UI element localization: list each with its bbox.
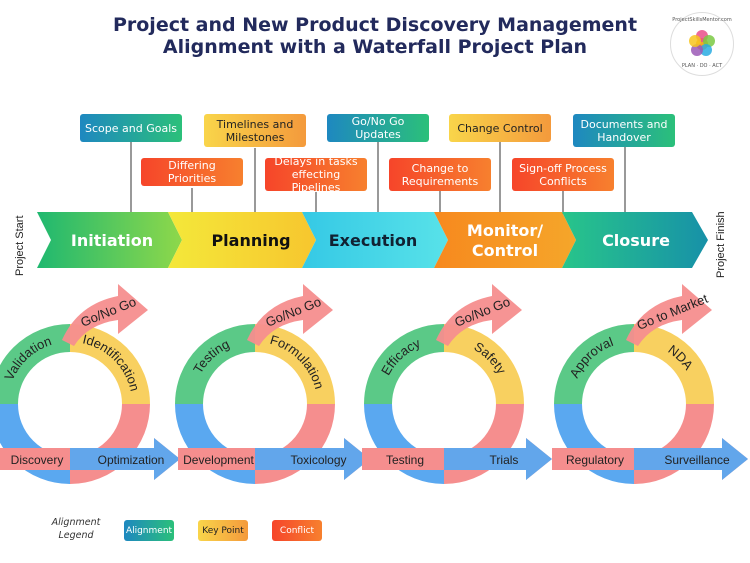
- go-arrow: [247, 284, 333, 346]
- bottom-right-label: Surveillance: [664, 453, 730, 467]
- legend-alignment: Alignment: [124, 520, 174, 541]
- logo-bottom-text: PLAN · DO · ACT: [681, 63, 723, 69]
- legend-key-point: Key Point: [198, 520, 248, 541]
- project-start-label: Project Start: [14, 215, 26, 276]
- logo-top-text: ProjectSkillsMentor.com: [672, 17, 732, 23]
- legend-conflict: Conflict: [272, 520, 322, 541]
- connector-lines: [130, 142, 626, 214]
- ring-segment-green: [0, 324, 71, 405]
- bottom-arrow-head: [444, 438, 552, 480]
- callout-change-control: Change Control: [449, 114, 551, 142]
- phase-label-planning: Planning: [211, 231, 290, 250]
- phase-closure-shape: [562, 212, 708, 268]
- ring-segment-green: [175, 324, 256, 405]
- callout-go-no-go-updates: Go/No Go Updates: [327, 114, 429, 142]
- bottom-arrow-head: [634, 438, 748, 480]
- pinwheel-icon: [689, 30, 715, 56]
- title-line-1: Project and New Product Discovery Manage…: [112, 14, 638, 36]
- callout-timelines-and-milestones: Timelines and Milestones: [204, 114, 306, 147]
- phase-labels: Initiation Planning Execution Monitor/Co…: [71, 221, 670, 260]
- title-line-2: Alignment with a Waterfall Project Plan: [162, 36, 588, 58]
- callout-sign-off-process-conflicts: Sign-off Process Conflicts: [512, 158, 614, 191]
- bottom-left-label: Discovery: [11, 453, 64, 467]
- callout-differing-priorities: Differing Priorities: [141, 158, 243, 186]
- ring-segment-yellow: [69, 324, 150, 405]
- phase-monitor-shape: [434, 212, 576, 268]
- bottom-right-label: Trials: [490, 453, 519, 467]
- callout-scope-and-goals: Scope and Goals: [80, 114, 182, 142]
- bottom-arrow-head: [70, 438, 180, 480]
- bottom-left-label: Development: [183, 453, 254, 467]
- go-arrow: [62, 284, 148, 346]
- go-arrow: [626, 284, 712, 346]
- brand-logo: ProjectSkillsMentor.com PLAN · DO · ACT: [670, 12, 734, 76]
- ring-segment-yellow: [254, 324, 335, 405]
- legend-title: Alignment Legend: [51, 517, 101, 541]
- callout-documents-and-handover: Documents and Handover: [573, 114, 675, 147]
- phase-initiation-shape: [37, 212, 182, 268]
- phase-label-monitor: Monitor/Control: [467, 221, 543, 260]
- ring-segment-yellow: [443, 324, 524, 405]
- phase-chevrons: [37, 212, 708, 268]
- bottom-right-label: Optimization: [98, 453, 165, 467]
- phase-label-initiation: Initiation: [71, 231, 153, 250]
- bottom-right-label: Toxicology: [290, 453, 346, 467]
- ring-segment-yellow: [633, 324, 714, 405]
- project-finish-label: Project Finish: [715, 211, 727, 278]
- phase-label-closure: Closure: [602, 231, 670, 250]
- phase-label-execution: Execution: [329, 231, 418, 250]
- phase-execution-shape: [302, 212, 448, 268]
- bottom-left-label: Testing: [386, 453, 424, 467]
- ring-segment-green: [364, 324, 445, 405]
- callout-delays-in-tasks: Delays in tasks effecting Pipelines: [265, 155, 367, 194]
- bottom-arrow-head: [255, 438, 370, 480]
- phase-planning-shape: [168, 212, 316, 268]
- callout-change-to-requirements: Change to Requirements: [389, 158, 491, 191]
- ring-segment-green: [554, 324, 635, 405]
- bottom-left-label: Regulatory: [566, 453, 624, 467]
- go-arrow: [436, 284, 522, 346]
